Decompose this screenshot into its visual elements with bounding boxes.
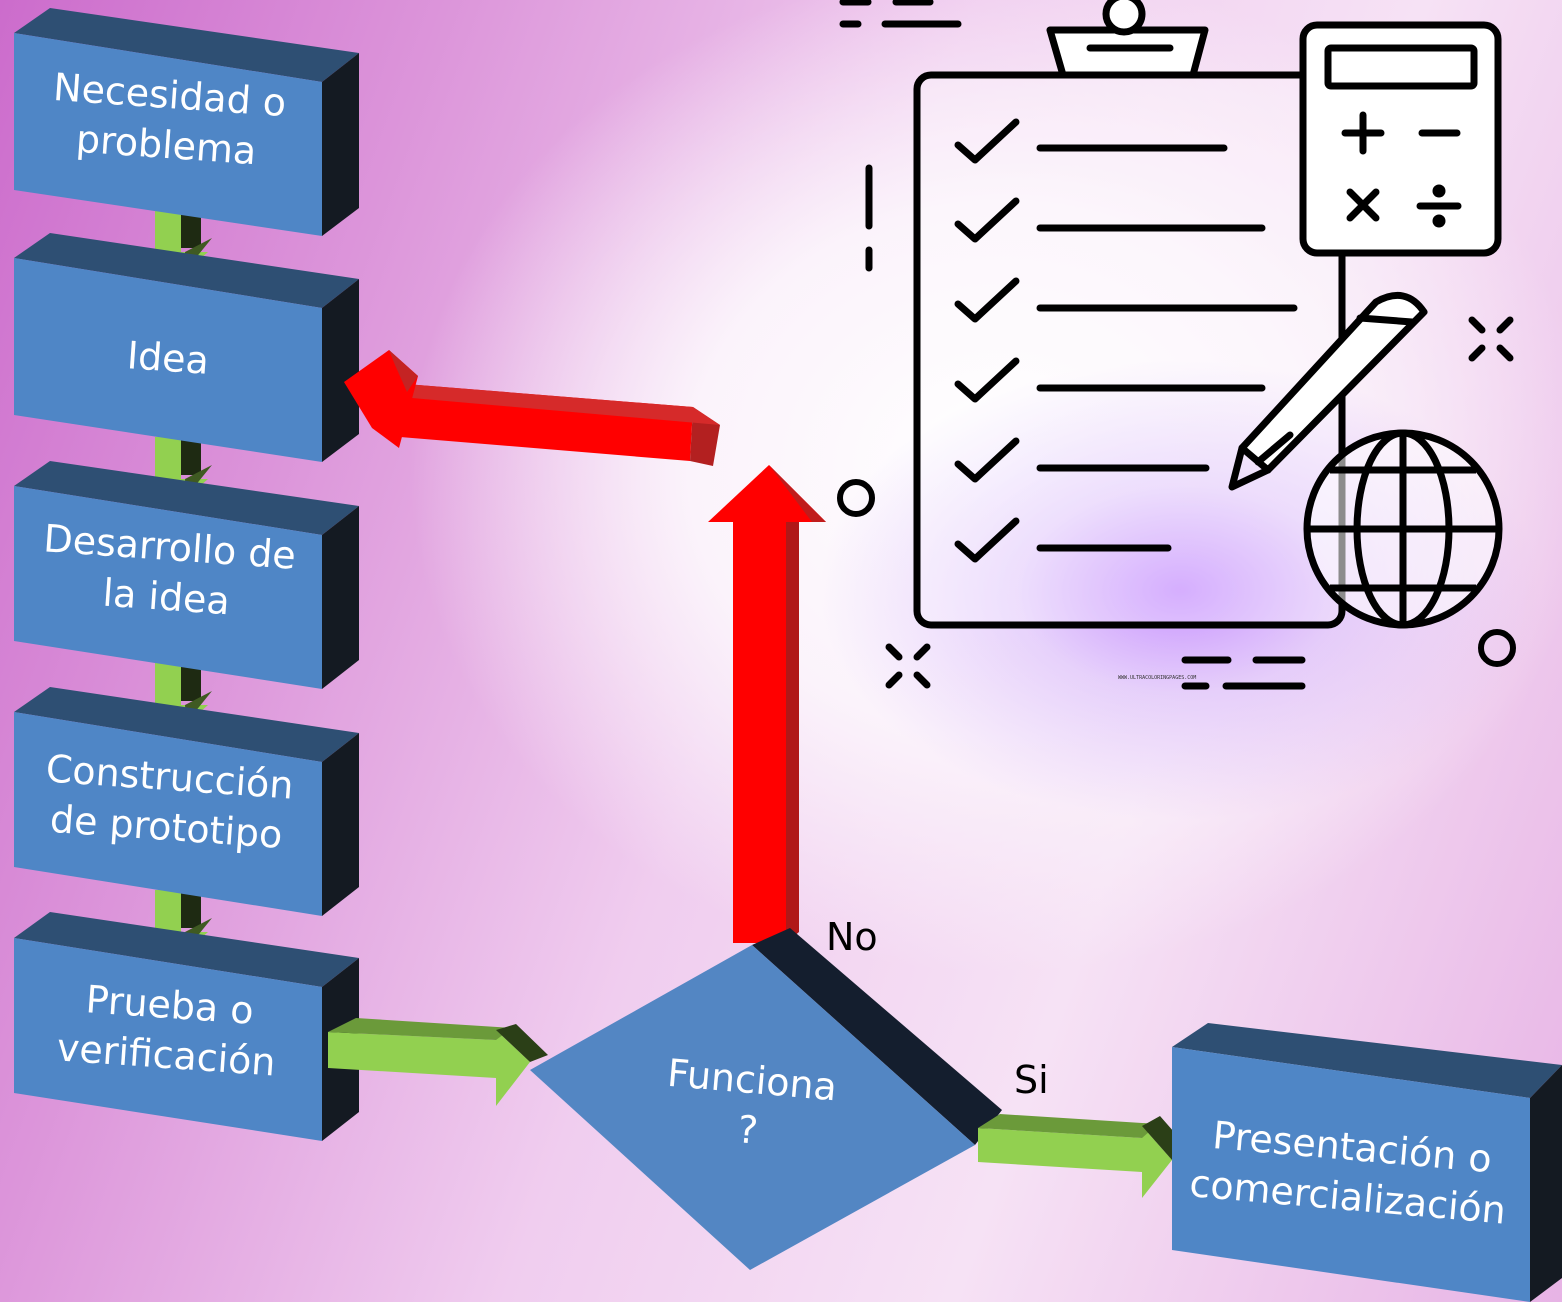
box-construccion [14, 687, 359, 916]
label-desarrollo: Desarrollo de la idea [42, 516, 298, 624]
calculator-icon [1299, 21, 1502, 257]
label-necesidad: Necesidad o problema [51, 64, 288, 174]
label-prueba: Prueba o verificación [55, 977, 277, 1085]
branch-label-si: Si [1014, 1058, 1049, 1102]
pencil-icon [1228, 291, 1428, 491]
clipboard-checklist-icon [913, 0, 1346, 629]
box-necesidad [14, 8, 359, 236]
arrow-to-decision [328, 1018, 548, 1106]
decision-diamond [530, 928, 1002, 1270]
decorative-marks [837, 0, 1516, 690]
arrow-to-presentacion [978, 1114, 1188, 1198]
watermark: WWW.ULTRACOLORINGPAGES.COM [1118, 675, 1197, 681]
branch-label-no: No [826, 915, 878, 959]
red-loop-arrow [344, 350, 826, 943]
box-desarrollo [14, 461, 359, 689]
globe-icon [1303, 429, 1503, 629]
label-construccion: Construcción de prototipo [44, 746, 295, 858]
box-presentacion [1172, 1023, 1562, 1302]
box-idea [14, 233, 359, 462]
